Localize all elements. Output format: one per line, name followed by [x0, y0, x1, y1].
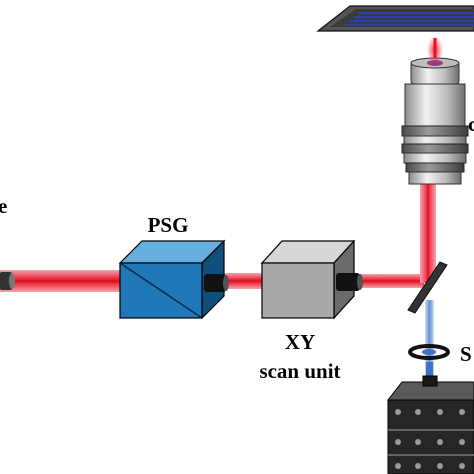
label-psg: PSG [148, 213, 189, 237]
laser-beam-segment-1 [0, 270, 132, 292]
dichroic-mirror [407, 261, 448, 314]
label-objective-partial: c [468, 112, 474, 136]
psg-output-connector [204, 274, 229, 292]
laser-source-end [0, 272, 15, 290]
label-left-partial: e [0, 194, 7, 218]
scan-unit-output-connector [336, 273, 363, 291]
laser-beam-segment-3 [352, 274, 424, 288]
blue-beam-vertical [425, 300, 434, 380]
label-right-partial: S [460, 342, 472, 366]
laser-beam-vertical [420, 183, 436, 283]
pinhole-ring [408, 344, 450, 360]
label-xy: XY [285, 330, 315, 354]
label-scan-unit: scan unit [259, 359, 340, 383]
xy-scan-unit [260, 239, 356, 320]
sample-slide [316, 5, 474, 32]
focus-spot [427, 36, 443, 64]
blue-beam-lower [426, 362, 433, 386]
detector-stage [386, 375, 474, 474]
objective-lens [401, 57, 469, 185]
